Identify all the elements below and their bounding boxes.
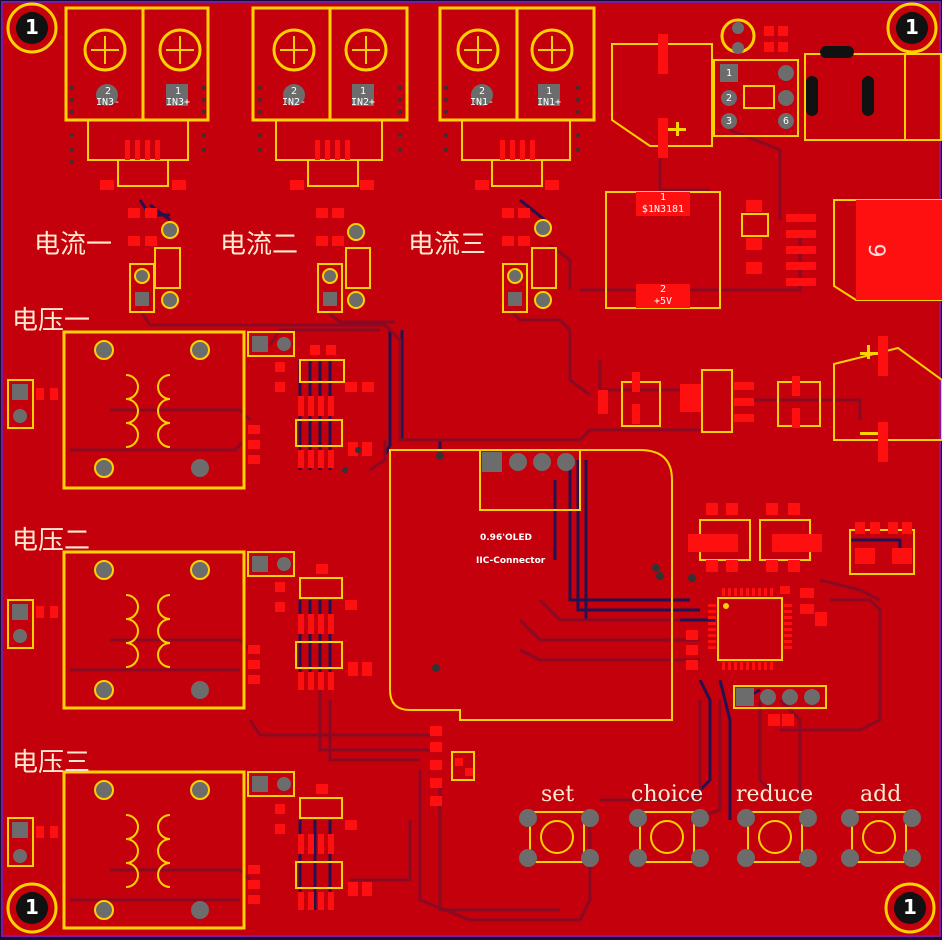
crystal-caps	[688, 503, 915, 575]
label-voltage-2: 电压二	[12, 526, 91, 556]
mount-hole-tr	[886, 2, 938, 54]
current-sensor-ic-1	[100, 140, 186, 313]
header-pin-2: 2	[725, 93, 733, 104]
mount-hole-label-tl: 1	[25, 15, 39, 39]
voltage-conditioning-2	[247, 551, 372, 690]
voltage-transformer-3	[7, 770, 246, 930]
button-label-add: add	[860, 782, 902, 807]
label-voltage-1: 电压一	[12, 306, 91, 336]
button-label-set: set	[541, 782, 575, 807]
power-section	[598, 18, 942, 462]
oled-label-line1: 0.96'OLED	[480, 533, 532, 543]
label-voltage-3: 电压三	[12, 748, 91, 778]
label-current-1: 电流一	[34, 230, 113, 260]
terminal-block-in3	[64, 6, 210, 161]
header-pin-1: 1	[725, 68, 733, 79]
supply-label: 2+5V	[653, 284, 673, 307]
header-pin-3: 3	[725, 116, 733, 127]
vias	[70, 86, 696, 672]
button-footprints	[519, 809, 921, 867]
oled-label-line2: IIC-Connector	[476, 556, 546, 566]
label-current-2: 电流二	[220, 230, 299, 260]
voltage-conditioning-1	[247, 331, 374, 468]
terminal-block-in2	[251, 6, 409, 161]
passive-column	[430, 726, 475, 806]
top-tracks	[70, 128, 882, 922]
header-pin-6: 6	[782, 116, 790, 127]
terminal-block-in1	[438, 6, 596, 161]
voltage-transformer-1	[7, 330, 246, 490]
mount-hole-tl	[6, 2, 58, 54]
voltage-transformer-2	[7, 550, 246, 710]
mount-hole-br	[884, 882, 936, 934]
diode-label: 1$1N3181	[641, 192, 685, 215]
mount-hole-label-bl: 1	[25, 895, 39, 919]
label-current-3: 电流三	[408, 230, 487, 260]
microcontroller	[686, 586, 827, 670]
button-label-choice: choice	[631, 782, 704, 807]
oled-footprint	[389, 449, 673, 721]
current-sensor-ic-3	[475, 140, 559, 313]
program-header	[733, 685, 827, 726]
regulator-mark: 6	[866, 243, 892, 258]
mount-hole-bl	[6, 882, 58, 934]
voltage-conditioning-3	[247, 771, 372, 910]
button-label-reduce: reduce	[736, 782, 814, 807]
mount-hole-label-tr: 1	[905, 15, 919, 39]
current-sensor-ic-2	[290, 140, 374, 313]
mount-hole-label-br: 1	[903, 895, 917, 919]
